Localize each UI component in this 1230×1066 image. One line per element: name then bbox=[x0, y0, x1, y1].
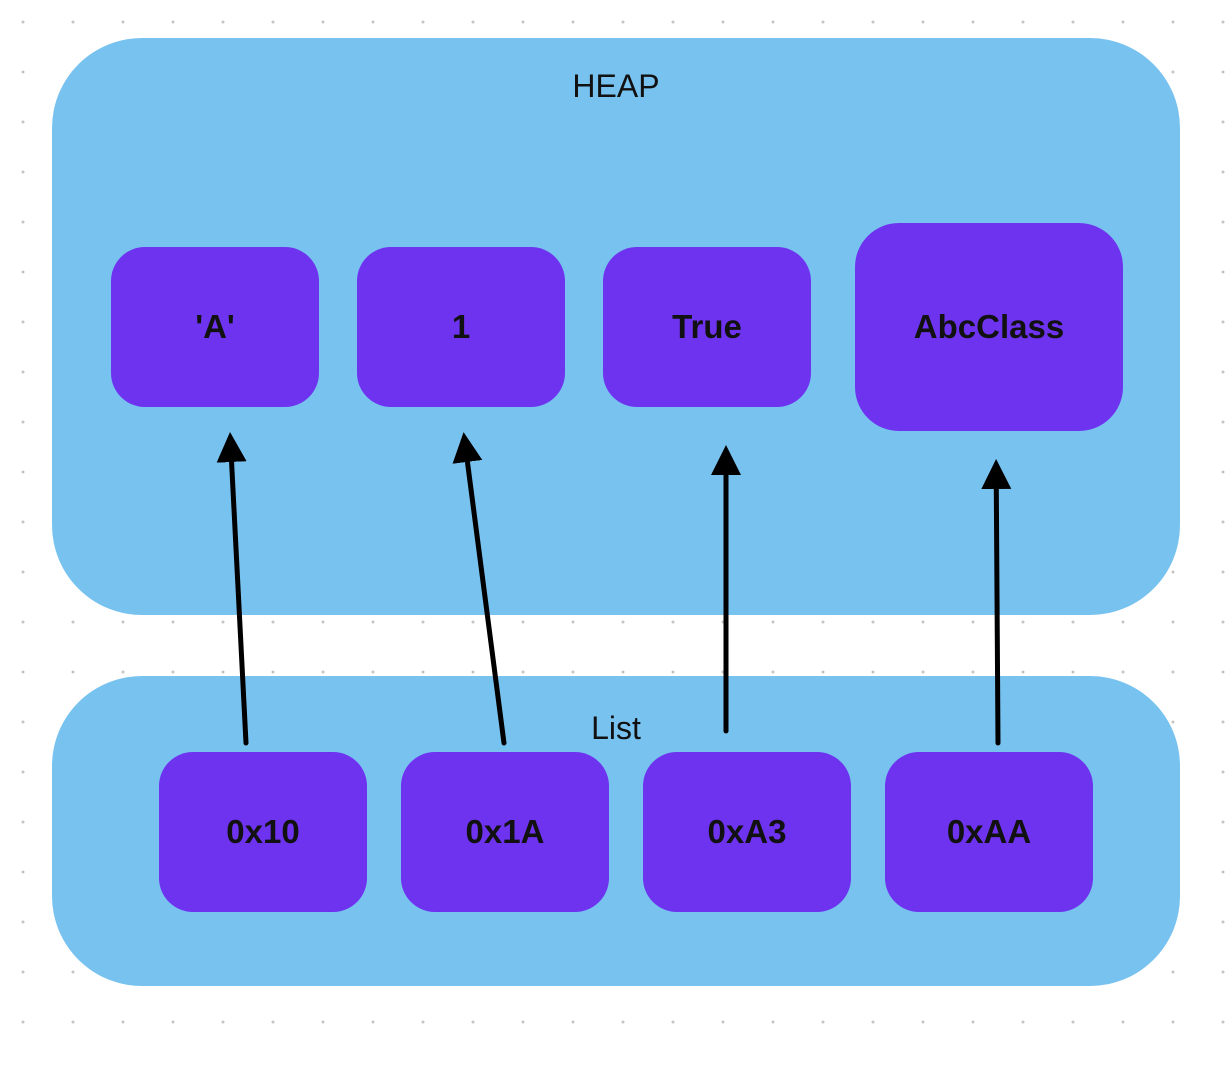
list-pointer-0xaa[interactable]: 0xAA bbox=[885, 752, 1093, 912]
heap-object-abcclass[interactable]: AbcClass bbox=[855, 223, 1123, 431]
list-pointer-label: 0x10 bbox=[226, 813, 300, 850]
heap-object-label: 'A' bbox=[195, 308, 235, 345]
list-title: List bbox=[591, 710, 641, 746]
heap-title: HEAP bbox=[572, 68, 660, 104]
heap-object-label: True bbox=[672, 308, 742, 345]
list-pointer-0x10[interactable]: 0x10 bbox=[159, 752, 367, 912]
list-pointer-label: 0xA3 bbox=[707, 813, 787, 850]
heap-object-char-a[interactable]: 'A' bbox=[111, 247, 319, 407]
list-pointer-0xa3[interactable]: 0xA3 bbox=[643, 752, 851, 912]
list-pointer-label: 0xAA bbox=[946, 813, 1032, 850]
list-pointer-label: 0x1A bbox=[465, 813, 545, 850]
heap-object-label: AbcClass bbox=[913, 308, 1065, 345]
list-pointer-0x1a[interactable]: 0x1A bbox=[401, 752, 609, 912]
heap-object-label: 1 bbox=[451, 308, 471, 345]
heap-object-bool-true[interactable]: True bbox=[603, 247, 811, 407]
heap-object-int-1[interactable]: 1 bbox=[357, 247, 565, 407]
